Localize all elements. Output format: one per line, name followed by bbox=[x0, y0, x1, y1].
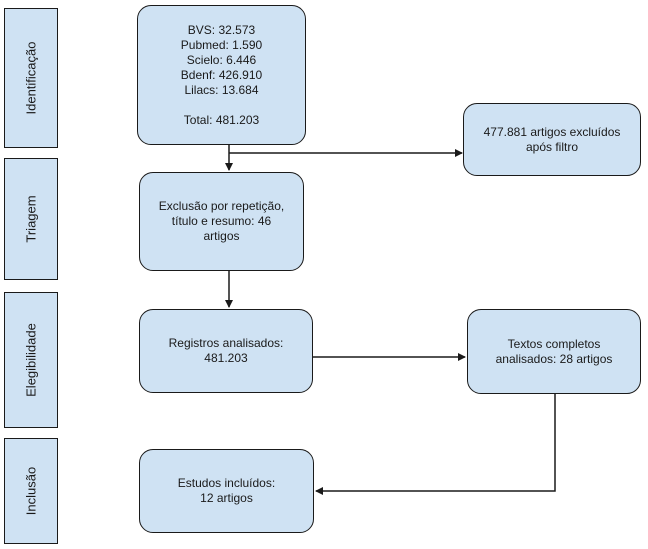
full-texts-line-1: Textos completos bbox=[507, 336, 601, 351]
source-bvs: BVS: 32.573 bbox=[187, 22, 256, 37]
screening-line-2: título e resumo: 46 bbox=[171, 214, 272, 228]
analyzed-line-1: Registros analisados: bbox=[168, 336, 284, 350]
box-screening: Exclusão por repetição, título e resumo:… bbox=[139, 172, 304, 271]
stage-triagem: Triagem bbox=[4, 158, 58, 280]
arrow-fulltexts-to-included bbox=[315, 394, 556, 495]
source-lilacs: Lilacs: 13.684 bbox=[184, 82, 259, 97]
excluded-line-1: 477.881 artigos excluídos bbox=[483, 124, 621, 139]
included-line-1: Estudos incluídos: bbox=[177, 476, 276, 490]
box-sources: BVS: 32.573 Pubmed: 1.590 Scielo: 6.446 … bbox=[137, 5, 306, 145]
source-pubmed: Pubmed: 1.590 bbox=[180, 37, 263, 52]
analyzed-line-2: 481.203 bbox=[204, 351, 248, 365]
screening-line-3: artigos bbox=[203, 229, 240, 243]
stage-elegibilidade: Elegibilidade bbox=[4, 292, 58, 428]
source-scielo: Scielo: 6.446 bbox=[186, 52, 257, 67]
box-excluded: 477.881 artigos excluídos após filtro bbox=[463, 103, 641, 176]
source-bdenf: Bdenf: 426.910 bbox=[180, 67, 263, 82]
box-full-texts: Textos completos analisados: 28 artigos bbox=[467, 309, 641, 394]
excluded-line-2: após filtro bbox=[525, 139, 579, 154]
included-line-2: 12 artigos bbox=[200, 491, 253, 505]
full-texts-line-2: analisados: 28 artigos bbox=[495, 351, 613, 366]
stage-inclusao: Inclusão bbox=[4, 438, 58, 544]
screening-line-1: Exclusão por repetição, bbox=[158, 199, 285, 213]
stage-identificacao: Identificação bbox=[4, 8, 58, 148]
box-analyzed: Registros analisados: 481.203 bbox=[139, 309, 313, 393]
box-included: Estudos incluídos: 12 artigos bbox=[139, 449, 314, 533]
sources-total: Total: 481.203 bbox=[183, 112, 260, 127]
